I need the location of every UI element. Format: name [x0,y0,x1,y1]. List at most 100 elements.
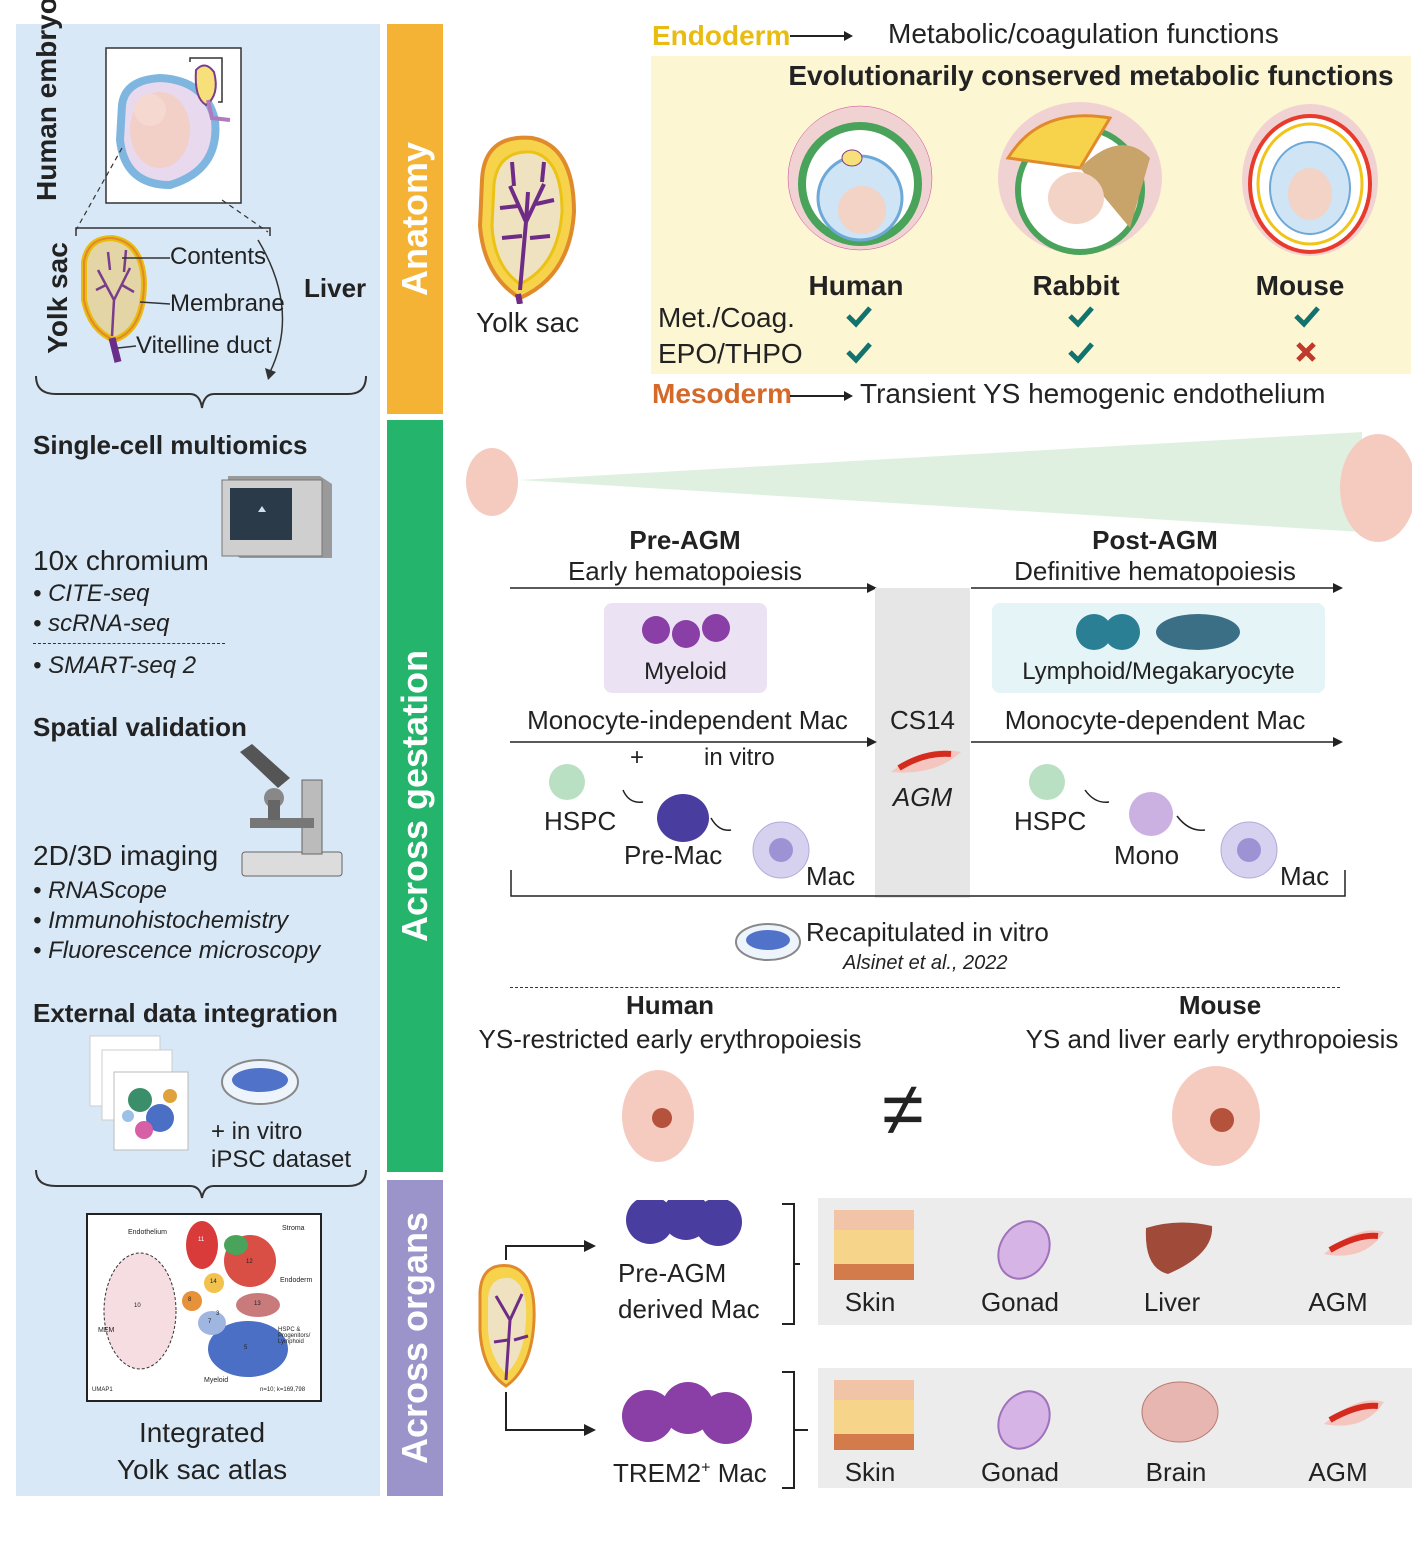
organ-skin: Skin [844,1287,896,1317]
ihc-item: • Immunohistochemistry [33,907,289,934]
check-icon [1294,306,1320,328]
yolk-sac-caption: Yolk sac [476,307,580,338]
cluster-label: 12 [246,1259,253,1265]
pre-agm-mac-line1: Pre-AGM [618,1258,727,1288]
lymphoid-cells [1076,614,1240,650]
sequencer-icon [221,476,332,558]
row-met-coag: Met./Coag. [658,302,795,333]
scrna-seq-item: • scRNA-seq [33,610,170,637]
species-illustrations [787,102,1378,256]
check-icon [846,342,872,364]
divider [33,643,225,644]
not-equal-symbol: ≠ [882,1067,924,1152]
cluster-label: 8 [188,1297,192,1303]
atlas-line2: Yolk sac atlas [116,1454,288,1485]
embryo-illustration [35,47,367,409]
hspc-label-left: HSPC [544,806,617,836]
gestation-timeline [466,432,1412,542]
mouse-title: Mouse [1178,990,1262,1020]
mono-label: Mono [1114,840,1180,870]
membrane-label: Membrane [170,290,285,317]
plus-label: + [630,744,645,771]
embryo-comparison [622,1066,1260,1166]
lymphoid-box [992,603,1325,693]
umap-myeloid: Myeloid [204,1377,229,1384]
external-title: External data integration [33,998,338,1028]
umap-axis: UMAP1 [92,1387,113,1393]
mouse-erythropoiesis: YS and liver early erythropoiesis [1025,1024,1399,1054]
bracket [782,1371,808,1489]
endoderm-function: Metabolic/coagulation functions [888,18,1279,49]
gestation-band: Across gestation [387,420,443,1172]
mesoderm-function: Transient YS hemogenic endothelium [860,378,1326,409]
timeline-arrows-mid [510,737,1343,747]
section-divider [510,987,1340,988]
in-vitro-label: in vitro [704,744,775,771]
in-vitro-label: + in vitro [211,1118,303,1145]
mac-label-right: Mac [1280,861,1330,891]
pre-agm-mac-line2: derived Mac [618,1294,760,1324]
external-data-icons [89,1035,299,1151]
organ-agm: AGM [1308,1287,1368,1317]
endoderm-label: Endoderm [652,20,791,51]
rnascope-item: • RNAScope [33,877,167,904]
trem2-mac-label: TREM2+ Mac [613,1458,767,1489]
pre-mac-label: Pre-Mac [624,840,723,870]
organ-row-2 [818,1368,1412,1488]
check-icon [1068,342,1094,364]
pre-agm-title: Pre-AGM [629,525,741,555]
row-epo-thpo: EPO/THPO [658,338,803,369]
species-human: Human [808,270,904,301]
atlas-line1: Integrated [138,1417,266,1448]
anatomy-band: Anatomy [387,24,443,414]
hspc-label-right: HSPC [1014,806,1087,836]
agm-icon [891,750,961,773]
liver-label: Liver [304,273,367,303]
cluster-label: 7 [208,1319,212,1325]
mesoderm-arrow [790,391,853,401]
citation-label: Alsinet et al., 2022 [843,952,1008,974]
cs14-label: CS14 [889,705,956,735]
check-icon [1068,306,1094,328]
umap-count: n=10; k=169,798 [260,1387,306,1393]
definitive-hematopoiesis: Definitive hematopoiesis [1014,556,1296,586]
brace [35,1169,367,1199]
mono-independent-label: Monocyte-independent Mac [527,705,848,735]
organ-icons [834,1210,1384,1450]
organ-agm: AGM [1308,1457,1368,1487]
check-icon [846,306,872,328]
cluster-label: 10 [134,1303,141,1309]
function-marks [846,306,1320,364]
cluster-label: 14 [210,1279,217,1285]
trem2-text: TREM2 [613,1458,702,1488]
petri-dish-icon [735,923,801,961]
multiomics-title: Single-cell multiomics [33,430,308,460]
post-agm-title: Post-AGM [1092,525,1218,555]
mac-label-left: Mac [806,861,856,891]
agm-transition-bar [875,588,970,898]
organ-row-1 [818,1198,1412,1325]
umap-stroma: Stroma [282,1225,305,1232]
trem2-mac-text: Mac [710,1458,767,1488]
microscope-icon [240,744,343,877]
conserved-title: Evolutionarily conserved metabolic funct… [788,60,1394,91]
cluster-label: 11 [198,1237,205,1243]
vitelline-duct-label: Vitelline duct [136,332,272,359]
human-embryo-label: Human embryo [31,0,62,201]
myeloid-cells [642,614,730,648]
imaging-label: 2D/3D imaging [33,840,219,871]
organs-band: Across organs [387,1180,443,1496]
lymphoid-label: Lymphoid/Megakaryocyte [1022,658,1295,685]
yolk-sac-label: Yolk sac [42,242,73,354]
chromium-label: 10x chromium [33,545,209,576]
species-rabbit: Rabbit [1032,270,1120,301]
fluorescence-item: • Fluorescence microscopy [33,937,321,964]
spatial-title: Spatial validation [33,712,247,742]
organ-brain: Brain [1145,1457,1207,1487]
cluster-label: 3 [216,1311,220,1317]
contents-label: Contents [170,243,267,270]
cite-seq-item: • CITE-seq [33,580,150,607]
umap-endoderm: Endoderm [280,1277,313,1284]
timeline-arrows-top [510,583,1343,593]
species-mouse: Mouse [1255,270,1345,301]
